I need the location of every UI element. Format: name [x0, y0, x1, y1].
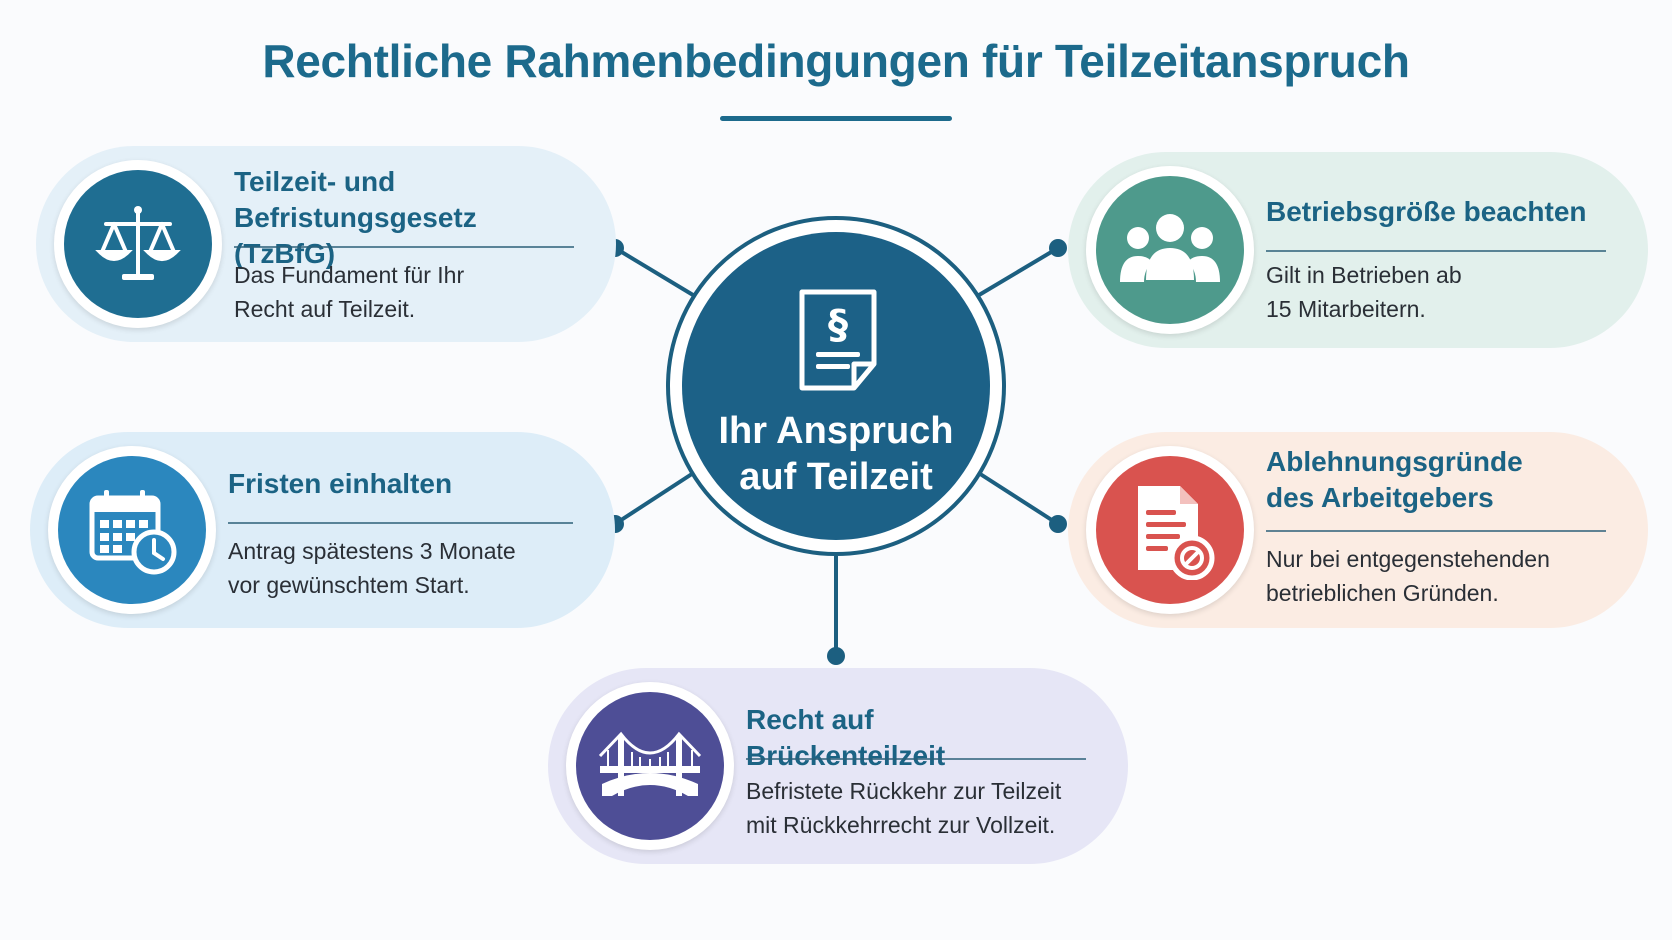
description-line: Nur bei entgegenstehenden [1266, 546, 1550, 572]
card-heading: Betriebsgröße beachten [1266, 196, 1587, 227]
icon-disc [54, 160, 222, 328]
svg-text:§: § [828, 302, 848, 348]
connector-tzbfg [613, 246, 700, 300]
scales-of-justice-icon [64, 170, 212, 318]
card-description: Befristete Rückkehr zur Teilzeit mit Rüc… [746, 774, 1088, 842]
calendar-clock-icon [58, 456, 206, 604]
description-line: mit Rückkehrrecht zur Vollzeit. [746, 812, 1056, 838]
paragraph-document-icon: § [796, 288, 880, 397]
heading-line: Ablehnungsgründe [1266, 446, 1523, 477]
central-hub-fill: § Ihr Anspruch auf Teilzeit [682, 232, 990, 540]
divider [1266, 250, 1606, 252]
central-label: Ihr Anspruch auf Teilzeit [682, 408, 990, 500]
connector-fristen [613, 468, 700, 526]
description-line: 15 Mitarbeitern. [1266, 296, 1426, 322]
description-line: Das Fundament für Ihr [234, 262, 465, 288]
connector-dot-bruecke [827, 647, 845, 665]
card-fristen: Fristen einhalten Antrag spätestens 3 Mo… [30, 432, 615, 628]
card-heading: Ablehnungsgründe des Arbeitgebers [1266, 444, 1598, 516]
connector-betrieb [972, 246, 1060, 300]
bridge-icon [576, 692, 724, 840]
card-description: Antrag spätestens 3 Monate vor gewünscht… [228, 534, 575, 602]
card-ablehnung: Ablehnungsgründe des Arbeitgebers Nur be… [1068, 432, 1648, 628]
divider [1266, 530, 1606, 532]
description-line: betrieblichen Gründen. [1266, 580, 1499, 606]
card-heading: Recht auf Brückenteilzeit [746, 704, 946, 771]
card-betrieb: Betriebsgröße beachten Gilt in Betrieben… [1068, 152, 1648, 348]
icon-disc [1086, 166, 1254, 334]
description-line: Befristete Rückkehr zur Teilzeit [746, 778, 1062, 804]
central-hub: § Ihr Anspruch auf Teilzeit [666, 216, 1006, 556]
connector-dot-ablehnung [1049, 515, 1067, 533]
divider [234, 246, 574, 248]
card-tzbfg: Teilzeit- und Befristungsgesetz (TzBfG) … [36, 146, 616, 342]
connector-ablehnung [972, 468, 1060, 526]
icon-disc [566, 682, 734, 850]
card-heading: Fristen einhalten [228, 468, 453, 499]
card-heading: Teilzeit- und Befristungsgesetz (TzBfG) [234, 164, 566, 272]
divider [746, 758, 1086, 760]
title-underline [720, 116, 952, 121]
card-description: Das Fundament für Ihr Recht auf Teilzeit… [234, 258, 576, 326]
central-label-line: Ihr Anspruch [718, 410, 954, 452]
icon-disc [48, 446, 216, 614]
card-brueckenteilzeit: Recht auf Brückenteilzeit Befristete Rüc… [548, 668, 1128, 864]
icon-disc [1086, 446, 1254, 614]
connector-dot-betrieb [1049, 239, 1067, 257]
description-line: vor gewünschtem Start. [228, 572, 470, 598]
card-description: Nur bei entgegenstehenden betrieblichen … [1266, 542, 1608, 610]
description-line: Recht auf Teilzeit. [234, 296, 416, 322]
description-line: Antrag spätestens 3 Monate [228, 538, 516, 564]
divider [228, 522, 573, 524]
central-label-line: auf Teilzeit [739, 456, 933, 498]
heading-line: des Arbeitgebers [1266, 482, 1494, 513]
heading-line: Teilzeit- und [234, 166, 396, 197]
description-line: Gilt in Betrieben ab [1266, 262, 1462, 288]
people-group-icon [1096, 176, 1244, 324]
card-description: Gilt in Betrieben ab 15 Mitarbeitern. [1266, 258, 1608, 326]
heading-line: Befristungsgesetz (TzBfG) [234, 202, 477, 269]
document-denied-icon [1096, 456, 1244, 604]
page-title: Rechtliche Rahmenbedingungen für Teilzei… [262, 35, 1410, 87]
